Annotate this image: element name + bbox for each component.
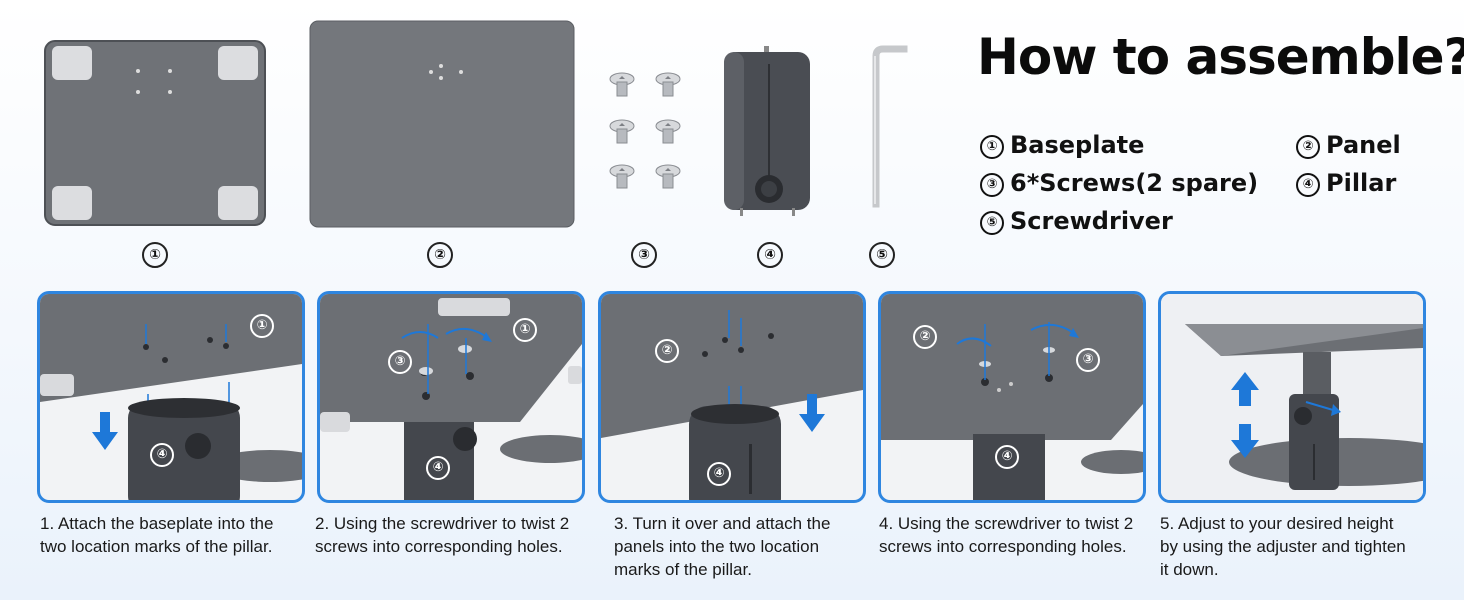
step-4-label-2: ③ [1076, 348, 1100, 372]
part-number-2: ② [427, 242, 453, 268]
pillar-image [724, 46, 810, 216]
panel-image [309, 20, 575, 228]
part-number-4: ④ [757, 242, 783, 268]
step-3-caption: 3. Turn it over and attach the panels in… [614, 512, 830, 581]
caption-line: 4. Using the screwdriver to twist 2 [879, 514, 1134, 533]
legend-number: ⑤ [980, 211, 1004, 235]
baseplate-image [44, 40, 266, 226]
step-1-illustration: ① ④ [37, 291, 305, 503]
caption-line: it down. [1160, 560, 1219, 579]
caption-line: panels into the two location [614, 537, 820, 556]
legend-label: 6*Screws(2 spare) [1010, 169, 1259, 197]
caption-line: screws into corresponding holes. [315, 537, 563, 556]
step-2-label-2: ① [513, 318, 537, 342]
step-3-label-1: ② [655, 339, 679, 363]
part-number-5: ⑤ [869, 242, 895, 268]
legend-label: Panel [1326, 131, 1401, 159]
step-5-illustration [1158, 291, 1426, 503]
legend-label: Screwdriver [1010, 207, 1173, 235]
legend-label: Pillar [1326, 169, 1397, 197]
step-3-label-2: ④ [707, 462, 731, 486]
step-4-label-1: ② [913, 325, 937, 349]
step-1-label-2: ④ [150, 443, 174, 467]
step-1-caption: 1. Attach the baseplate into the two loc… [40, 512, 273, 558]
step-2-label-3: ④ [426, 456, 450, 480]
page-title: How to assemble? [977, 28, 1464, 86]
step-4-illustration: ② ③ ④ [878, 291, 1146, 503]
step-2-label-1: ③ [388, 350, 412, 374]
legend-label: Baseplate [1010, 131, 1145, 159]
step-5-caption: 5. Adjust to your desired height by usin… [1160, 512, 1406, 581]
screwdriver-image [872, 45, 908, 208]
screws-image [609, 72, 681, 189]
step-2-caption: 2. Using the screwdriver to twist 2 scre… [315, 512, 569, 558]
caption-line: marks of the pillar. [614, 560, 752, 579]
legend-number: ③ [980, 173, 1004, 197]
caption-line: 5. Adjust to your desired height [1160, 514, 1394, 533]
legend-number: ① [980, 135, 1004, 159]
caption-line: screws into corresponding holes. [879, 537, 1127, 556]
step-3-illustration: ② ④ [598, 291, 866, 503]
part-number-3: ③ [631, 242, 657, 268]
legend-number: ② [1296, 135, 1320, 159]
legend-number: ④ [1296, 173, 1320, 197]
caption-line: by using the adjuster and tighten [1160, 537, 1406, 556]
caption-line: 3. Turn it over and attach the [614, 514, 831, 533]
caption-line: 2. Using the screwdriver to twist 2 [315, 514, 570, 533]
step-2-illustration: ③ ① ④ [317, 291, 585, 503]
step-1-label-1: ① [250, 314, 274, 338]
caption-line: 1. Attach the baseplate into the [40, 514, 274, 533]
step-4-label-3: ④ [995, 445, 1019, 469]
part-number-1: ① [142, 242, 168, 268]
caption-line: two location marks of the pillar. [40, 537, 273, 556]
step-4-caption: 4. Using the screwdriver to twist 2 scre… [879, 512, 1133, 558]
